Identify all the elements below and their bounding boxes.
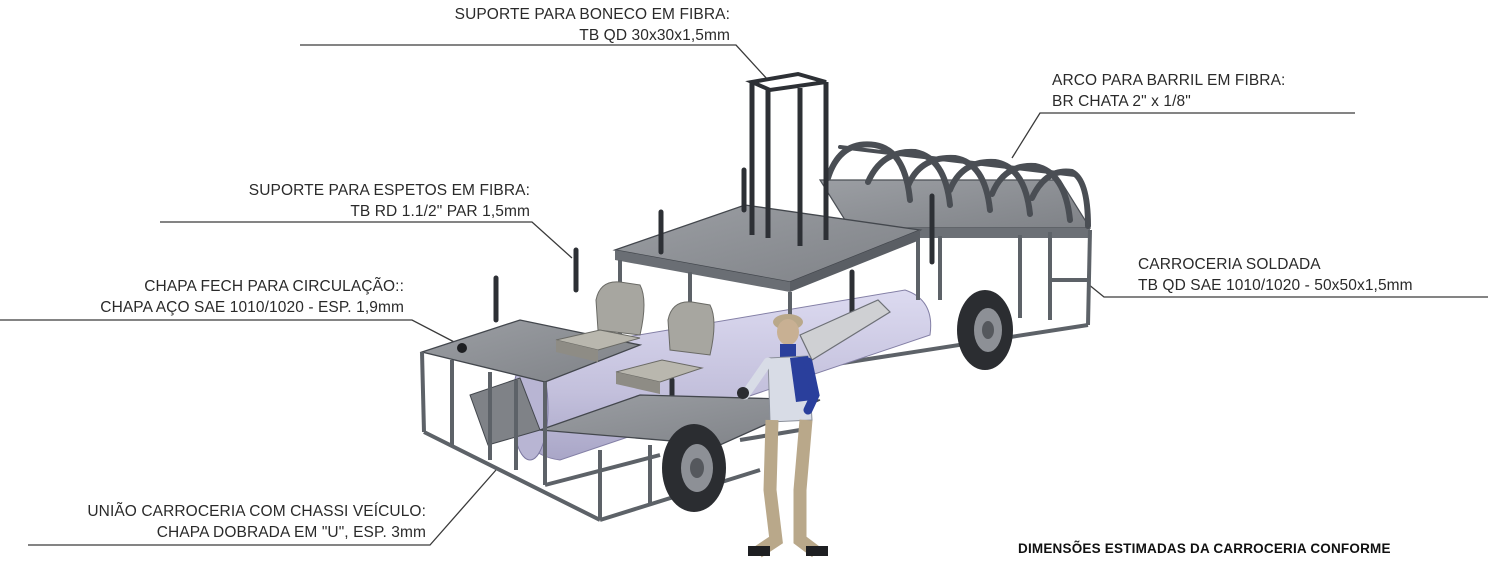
rear-wheel (957, 290, 1013, 370)
rear-frame (829, 229, 1092, 367)
callout-uniao-title: UNIÃO CARROCERIA COM CHASSI VEÍCULO: (87, 503, 426, 520)
seats (555, 281, 715, 394)
callout-chapa: CHAPA FECH PARA CIRCULAÇÃO:: CHAPA AÇO S… (0, 278, 404, 317)
barrel-arches (825, 141, 1091, 229)
callout-espetos-spec: TB RD 1.1/2" PAR 1,5mm (350, 203, 530, 220)
seat-right (615, 301, 715, 394)
front-wheel (662, 424, 726, 512)
leader-lines (0, 44, 1488, 546)
circulation-plate-marker (457, 343, 467, 353)
callout-boneco: SUPORTE PARA BONECO EM FIBRA: TB QD 30x3… (330, 6, 730, 45)
callout-espetos: SUPORTE PARA ESPETOS EM FIBRA: TB RD 1.1… (120, 182, 530, 221)
callout-boneco-title: SUPORTE PARA BONECO EM FIBRA: (454, 6, 730, 23)
callout-chapa-title: CHAPA FECH PARA CIRCULAÇÃO:: (144, 278, 404, 295)
callout-espetos-title: SUPORTE PARA ESPETOS EM FIBRA: (248, 182, 530, 199)
ramp (799, 299, 891, 361)
leader-espetos (160, 221, 573, 259)
callout-uniao-spec: CHAPA DOBRADA EM "U", ESP. 3mm (156, 524, 426, 541)
callout-barril-title: ARCO PARA BARRIL EM FIBRA: (1052, 72, 1286, 89)
worker-figure (737, 314, 828, 558)
leader-uniao (28, 469, 497, 546)
callout-uniao: UNIÃO CARROCERIA COM CHASSI VEÍCULO: CHA… (0, 503, 426, 542)
leader-barril (1011, 112, 1355, 159)
callout-chapa-spec: CHAPA AÇO SAE 1010/1020 - ESP. 1,9mm (100, 299, 404, 316)
leader-chapa (0, 319, 461, 346)
center-deck (612, 204, 923, 370)
callout-barril: ARCO PARA BARRIL EM FIBRA: BR CHATA 2" x… (1052, 72, 1372, 111)
seat-left (555, 281, 645, 362)
callout-boneco-spec: TB QD 30x30x1,5mm (579, 27, 730, 44)
callout-carroceria-title: CARROCERIA SOLDADA (1138, 256, 1321, 273)
leader-carroceria (1087, 283, 1488, 298)
callout-barril-spec: BR CHATA 2" x 1/8" (1052, 93, 1191, 110)
callout-carroceria-spec: TB QD SAE 1010/1020 - 50x50x1,5mm (1138, 277, 1413, 294)
mannequin-support (745, 71, 829, 246)
leader-boneco (300, 44, 769, 81)
footer-note: DIMENSÕES ESTIMADAS DA CARROCERIA CONFOR… (1018, 541, 1391, 556)
callout-carroceria: CARROCERIA SOLDADA TB QD SAE 1010/1020 -… (1138, 256, 1483, 295)
